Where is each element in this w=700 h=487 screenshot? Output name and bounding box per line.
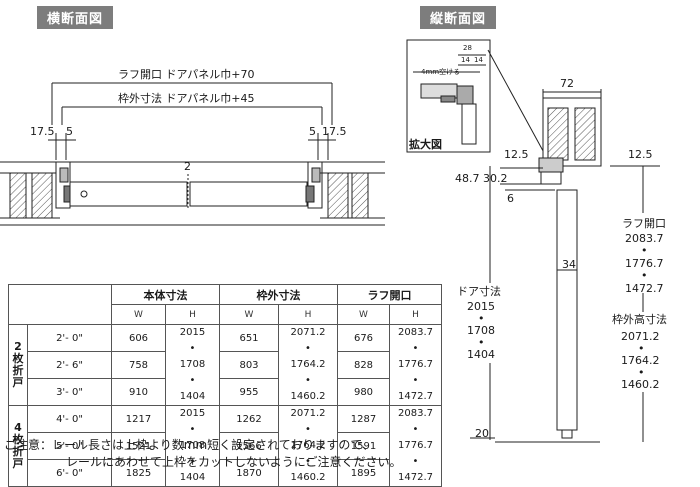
body-w-cell: 1217 (111, 405, 166, 433)
frame-height-label: 枠外高寸法 (612, 312, 667, 326)
rough-h-cell: 2083.7•1776.7•1472.7 (389, 405, 442, 487)
sub-w: W (337, 304, 390, 325)
rough-opening-value-3: 1472.7 (625, 282, 664, 295)
rough-w-cell: 1287 (337, 405, 390, 433)
rough-w-cell: 828 (337, 351, 390, 379)
caution-prefix: ご注意： (4, 438, 53, 452)
rough-opening-dot-1: • (641, 244, 648, 257)
door-size-label: ドア寸法 (457, 284, 501, 298)
door-size-value-3: 1404 (467, 348, 495, 361)
door-size-value-2: 1708 (467, 324, 495, 337)
sub-h: H (389, 304, 442, 325)
horizontal-section-title: 横断面図 (37, 6, 114, 29)
zoom-gap-note: 4mm空ける (421, 67, 460, 76)
caution-line-1: レール長さは上枠より数mm短く設定されておりますので、 (52, 438, 374, 452)
dim-left-inner: 5 (66, 125, 73, 138)
zoom-dim-28: 28 (463, 44, 472, 52)
rough-opening-dot-2: • (641, 269, 648, 282)
zoom-dim-14a: 14 (461, 56, 470, 64)
size-cell: 2'- 6" (27, 351, 112, 379)
body-w-cell: 1521 (111, 432, 166, 460)
table-row: 3'- 0" 910 955 980 (9, 378, 442, 406)
body-w-cell: 758 (111, 351, 166, 379)
frame-w-cell: 803 (219, 351, 279, 379)
rough-opening-label: ラフ開口 (622, 217, 666, 230)
sub-h: H (278, 304, 338, 325)
frame-height-value-1: 2071.2 (621, 330, 660, 343)
rough-w-cell: 980 (337, 378, 390, 406)
dim-34: 34 (562, 258, 576, 271)
rough-opening-width-label: ラフ開口 ドアパネル巾+70 (118, 67, 255, 81)
size-cell: 5'- 0" (27, 432, 112, 460)
zoom-dim-14b: 14 (474, 56, 483, 64)
body-w-cell: 606 (111, 324, 166, 352)
size-cell: 3'- 0" (27, 378, 112, 406)
sub-w: W (219, 304, 279, 325)
frame-w-cell: 1262 (219, 405, 279, 433)
dim-30-2: 30.2 (483, 172, 508, 185)
frame-w-cell: 651 (219, 324, 279, 352)
table-corner (8, 284, 112, 325)
dim-72: 72 (560, 77, 574, 90)
rough-w-cell: 676 (337, 324, 390, 352)
dim-left-outer: 17.5 (30, 125, 55, 138)
dim-6: 6 (507, 192, 514, 205)
dim-12-5-right: 12.5 (628, 148, 653, 161)
table-row: 2'- 6" 758 803 828 (9, 351, 442, 379)
vertical-section-title: 縦断面図 (420, 6, 497, 29)
frame-height-value-2: 1764.2 (621, 354, 660, 367)
dim-12-5-left: 12.5 (504, 148, 529, 161)
door-size-value-1: 2015 (467, 300, 495, 313)
table-row: 5'- 0" 1521 1566 1591 (9, 432, 442, 460)
frame-height-dot-1: • (638, 342, 645, 355)
frame-h-cell: 2071.2•1764.2•1460.2 (278, 324, 338, 406)
frame-outer-width-label: 枠外寸法 ドアパネル巾+45 (118, 91, 255, 105)
drawing-canvas: ラフ開口 ドアパネル巾+70 枠外寸法 ドアパネル巾+45 17.5 5 5 1… (0, 39, 667, 443)
sub-h: H (165, 304, 220, 325)
body-w-cell: 910 (111, 378, 166, 406)
caution-notice: ご注意：レール長さは上枠より数mm短く設定されておりますので、 レールにあわせて… (4, 437, 402, 471)
door-size-dot-1: • (478, 312, 485, 325)
rough-opening-value-2: 1776.7 (625, 257, 664, 270)
dim-20: 20 (475, 427, 489, 440)
horizontal-section-drawing (0, 82, 385, 226)
header-body-size: 本体寸法 (111, 284, 220, 305)
rough-h-cell: 2083.7•1776.7•1472.7 (389, 324, 442, 406)
header-rough-opening: ラフ開口 (337, 284, 442, 305)
rough-opening-value-1: 2083.7 (625, 232, 664, 245)
vertical-section-drawing (406, 39, 660, 443)
frame-height-dot-2: • (638, 366, 645, 379)
frame-w-cell: 955 (219, 378, 279, 406)
sub-w: W (111, 304, 166, 325)
dim-panel-gap: 2 (184, 160, 191, 173)
size-cell: 4'- 0" (27, 405, 112, 433)
header-frame-size: 枠外寸法 (219, 284, 338, 305)
door-size-dot-2: • (478, 336, 485, 349)
body-h-cell: 2015•1708•1404 (165, 324, 220, 406)
size-cell: 2'- 0" (27, 324, 112, 352)
dim-48-7: 48.7 (455, 172, 480, 185)
caution-line-2: レールにあわせて上枠をカットしないようにご注意ください。 (66, 455, 402, 469)
frame-height-value-3: 1460.2 (621, 378, 660, 391)
dim-right-outer: 17.5 (322, 125, 347, 138)
dim-right-inner: 5 (309, 125, 316, 138)
frame-w-cell: 1566 (219, 432, 279, 460)
zoom-title: 拡大図 (409, 137, 442, 151)
